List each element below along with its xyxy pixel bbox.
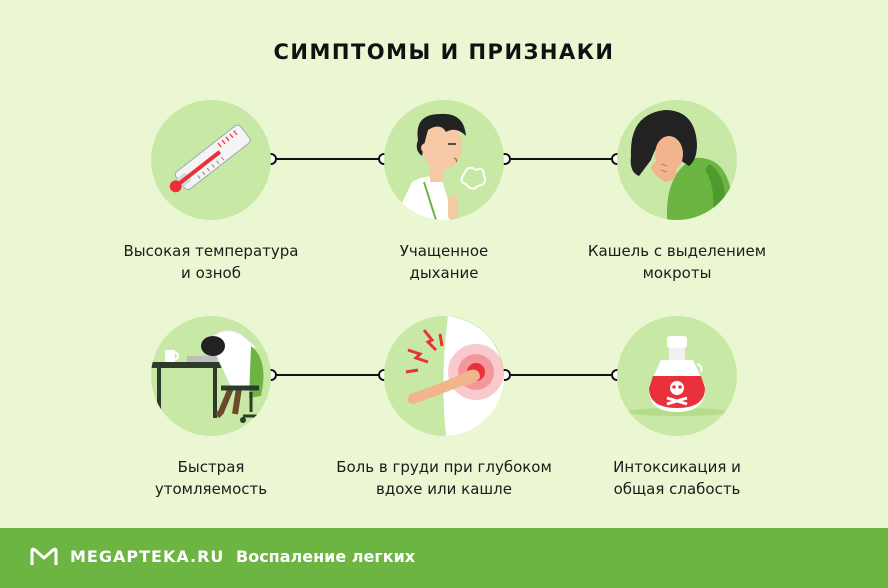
symptom-circle [151,316,271,436]
topic-title: Воспаление легких [236,547,416,566]
thermometer-icon [169,124,251,193]
symptom-rapid-breathing: Учащенное дыхание [324,100,564,284]
symptom-fever: Высокая температура и озноб [91,100,331,284]
symptom-chest-pain: Боль в груди при глубоком вдохе или кашл… [324,316,564,500]
symptom-label: Быстрая утомляемость [154,458,268,498]
brand-name[interactable]: MEGAPTEKA.RU [70,547,225,566]
symptom-label: Интоксикация и общая слабость [613,458,741,498]
symptom-label: Кашель с выделением мокроты [587,242,767,282]
symptom-cough: Кашель с выделением мокроты [557,100,797,284]
symptom-fatigue: Быстрая утомляемость [91,316,331,500]
symptom-label: Учащенное дыхание [399,242,489,282]
page-title: СИМПТОМЫ И ПРИЗНАКИ [273,40,615,64]
symptom-circle [384,100,504,220]
symptom-circle [617,316,737,436]
symptom-label: Боль в груди при глубоком вдохе или кашл… [336,458,552,498]
symptom-circle [617,100,737,220]
coughing-person-icon [630,110,731,220]
symptom-circle [384,316,504,436]
chest-pain-icon [405,316,504,436]
rapid-breathing-icon [394,113,487,220]
symptom-circle [151,100,271,220]
symptom-intoxication: Интоксикация и общая слабость [557,316,797,500]
symptom-label: Высокая температура и озноб [123,242,299,282]
poison-bottle-icon [627,336,727,416]
tired-person-at-desk-icon [151,330,264,423]
megapteka-logo-icon [30,547,58,565]
footer-bar: MEGAPTEKA.RU Воспаление легких [0,528,888,588]
